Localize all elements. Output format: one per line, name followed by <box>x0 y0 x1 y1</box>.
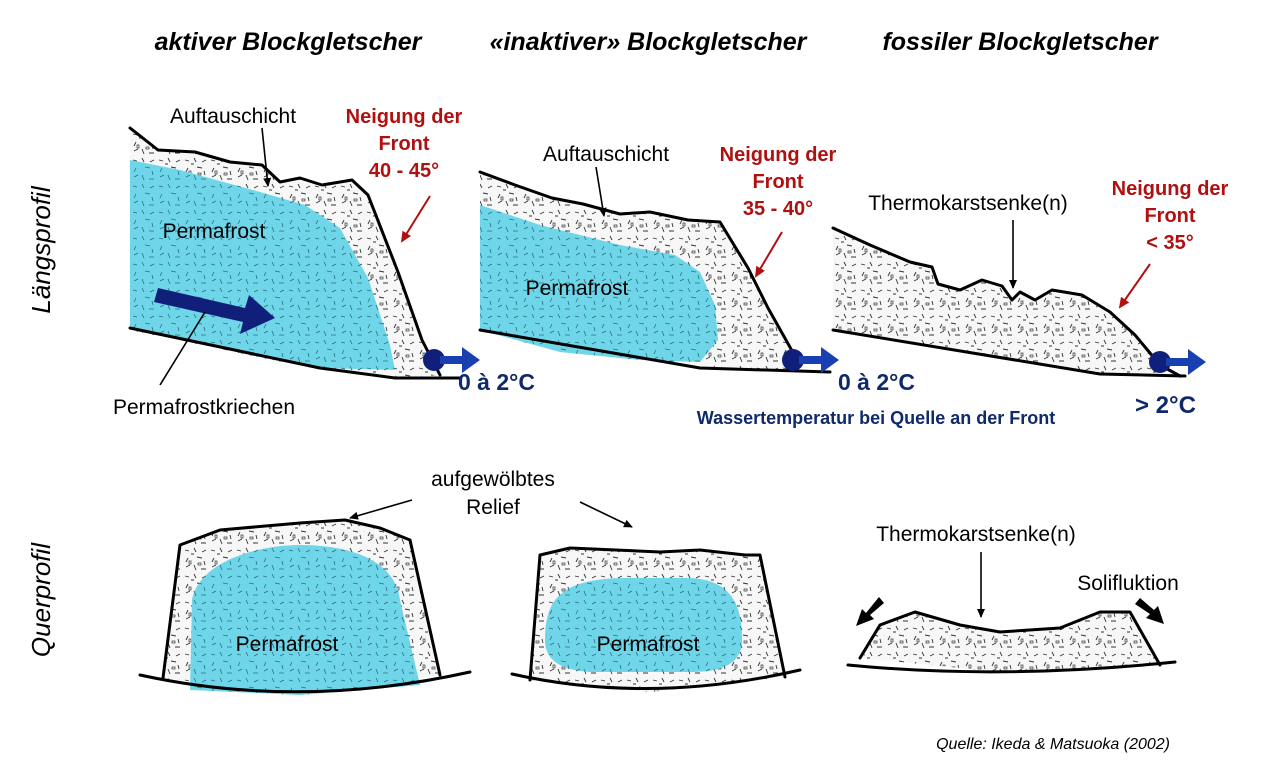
water-temp-caption: Wassertemperatur bei Quelle an der Front <box>697 408 1055 428</box>
label-solifluction: Solifluktion <box>1077 572 1179 595</box>
label-relief-line1: aufgewölbtes <box>431 468 555 491</box>
front-inactive-line1: Neigung der <box>720 144 837 166</box>
label-permafrost-inactive-cross: Permafrost <box>597 633 700 656</box>
fossil-cross-profile <box>846 610 1177 674</box>
label-permafrost-creep: Permafrostkriechen <box>113 396 295 419</box>
spring-fossil <box>1149 349 1206 375</box>
row-label-longitudinal: Längsprofil <box>26 185 56 313</box>
inactive-longitudinal-profile <box>478 170 832 374</box>
label-relief-line2: Relief <box>466 496 520 519</box>
creep-arrow-icon <box>154 288 275 334</box>
label-thaw-layer-active: Auftauschicht <box>170 105 296 128</box>
water-temp-inactive: 0 à 2°C <box>838 369 915 395</box>
label-thermokarst-longitudinal: Thermokarstsenke(n) <box>868 192 1068 215</box>
spring-inactive <box>782 347 839 373</box>
label-thaw-layer-inactive: Auftauschicht <box>543 143 669 166</box>
solifluction-right-arrow-icon <box>1135 598 1164 624</box>
front-fossil-angle: < 35° <box>1146 232 1193 254</box>
active-longitudinal-profile <box>128 126 462 380</box>
title-inactive: «inaktiver» Blockgletscher <box>490 28 808 56</box>
fossil-longitudinal-profile <box>831 226 1187 378</box>
front-fossil-line1: Neigung der <box>1112 178 1229 200</box>
title-active: aktiver Blockgletscher <box>155 28 423 56</box>
water-temp-active: 0 à 2°C <box>458 369 535 395</box>
front-active-angle: 40 - 45° <box>369 160 439 182</box>
water-temp-fossil: > 2°C <box>1135 392 1196 419</box>
spring-active <box>423 347 480 373</box>
label-thermokarst-cross: Thermokarstsenke(n) <box>876 523 1076 546</box>
inactive-cross-profile <box>510 546 802 692</box>
label-permafrost-active-cross: Permafrost <box>236 633 339 656</box>
front-inactive-angle: 35 - 40° <box>743 198 813 220</box>
title-fossil: fossiler Blockgletscher <box>882 28 1158 56</box>
label-permafrost-inactive: Permafrost <box>526 277 629 300</box>
front-fossil-line2: Front <box>1144 205 1195 227</box>
front-active-line2: Front <box>378 133 429 155</box>
active-cross-profile <box>138 518 472 695</box>
solifluction-left-arrow-icon <box>856 597 884 626</box>
row-label-cross: Querprofil <box>26 542 56 657</box>
front-active-line1: Neigung der <box>346 106 463 128</box>
front-inactive-line2: Front <box>752 171 803 193</box>
label-permafrost-active: Permafrost <box>163 220 266 243</box>
source-credit: Quelle: Ikeda & Matsuoka (2002) <box>936 736 1170 753</box>
